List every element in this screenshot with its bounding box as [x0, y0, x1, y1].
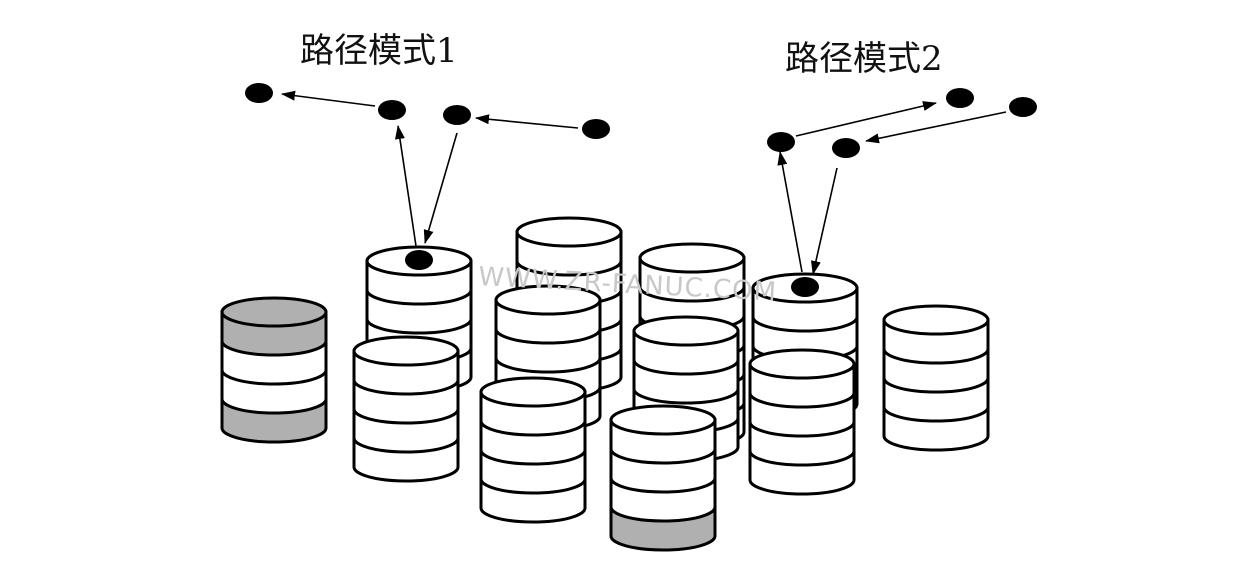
stack-top-node — [791, 277, 819, 297]
path2-arrow-up — [777, 151, 803, 273]
disk-top — [352, 335, 460, 367]
path2-arrow-lower — [865, 111, 1007, 144]
path2-node — [1009, 97, 1037, 117]
path2-node — [946, 88, 974, 108]
path-mode-2-label: 路径模式2 — [785, 39, 943, 79]
disk-top — [479, 376, 587, 408]
path2-node — [832, 138, 860, 158]
path1-node — [245, 83, 273, 103]
disk-top — [638, 242, 746, 274]
path1-arrow-left — [281, 90, 376, 107]
path2-arrow-upper — [795, 101, 937, 137]
disk-stack — [882, 304, 990, 452]
path-mode-1 — [245, 83, 610, 247]
disk-top — [494, 284, 602, 316]
path-mode-2 — [767, 88, 1037, 275]
disk-stack — [748, 348, 856, 496]
disk-top — [220, 296, 328, 328]
disk-stack — [609, 404, 717, 552]
path1-node — [582, 119, 610, 139]
disk-top — [609, 404, 717, 436]
path1-arrow-up — [394, 125, 417, 247]
disk-stack — [479, 376, 587, 524]
disk-stack — [352, 335, 460, 483]
path1-node — [378, 100, 406, 120]
path-mode-1-label: 路径模式1 — [300, 31, 458, 71]
disk-top — [882, 304, 990, 336]
path1-arrow-down — [423, 132, 458, 244]
disk-stacks — [220, 216, 990, 552]
stack-top-node — [405, 250, 433, 270]
disk-stack — [220, 296, 328, 444]
disk-top — [515, 216, 623, 248]
disk-top — [748, 348, 856, 380]
path2-arrow-down — [810, 167, 838, 275]
disk-top — [632, 315, 740, 347]
path1-node — [443, 105, 471, 125]
path1-arrow-right — [475, 114, 579, 129]
path2-node — [767, 132, 795, 152]
